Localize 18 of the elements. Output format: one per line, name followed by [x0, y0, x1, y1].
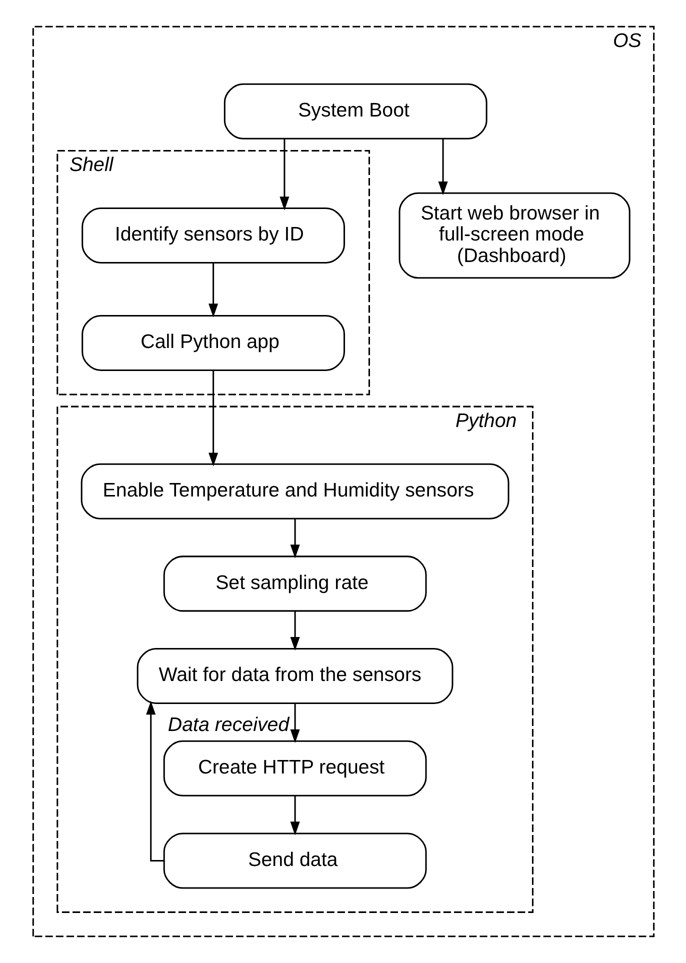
node-box: Create HTTP request [162, 740, 426, 796]
node-box: Start web browser in full-screen mode (Dashboard) [398, 192, 630, 279]
node-box: Wait for data from the sensors [136, 648, 453, 704]
arrow [290, 796, 300, 836]
arrow [279, 138, 289, 210]
node-box: System Boot [223, 83, 487, 140]
arrow [208, 370, 218, 466]
arrow [208, 263, 218, 318]
arrow [438, 138, 448, 196]
node-box: Set sampling rate [162, 556, 426, 612]
arrow [290, 519, 300, 558]
arrow [290, 611, 300, 651]
arrow [290, 704, 300, 743]
node-box: Send data [162, 832, 426, 889]
node-box: Call Python app [81, 314, 345, 371]
edge-label: Data received [167, 714, 289, 736]
node-box: Enable Temperature and Humidity sensors [80, 463, 509, 520]
node-box: Identify sensors by ID [81, 208, 345, 264]
